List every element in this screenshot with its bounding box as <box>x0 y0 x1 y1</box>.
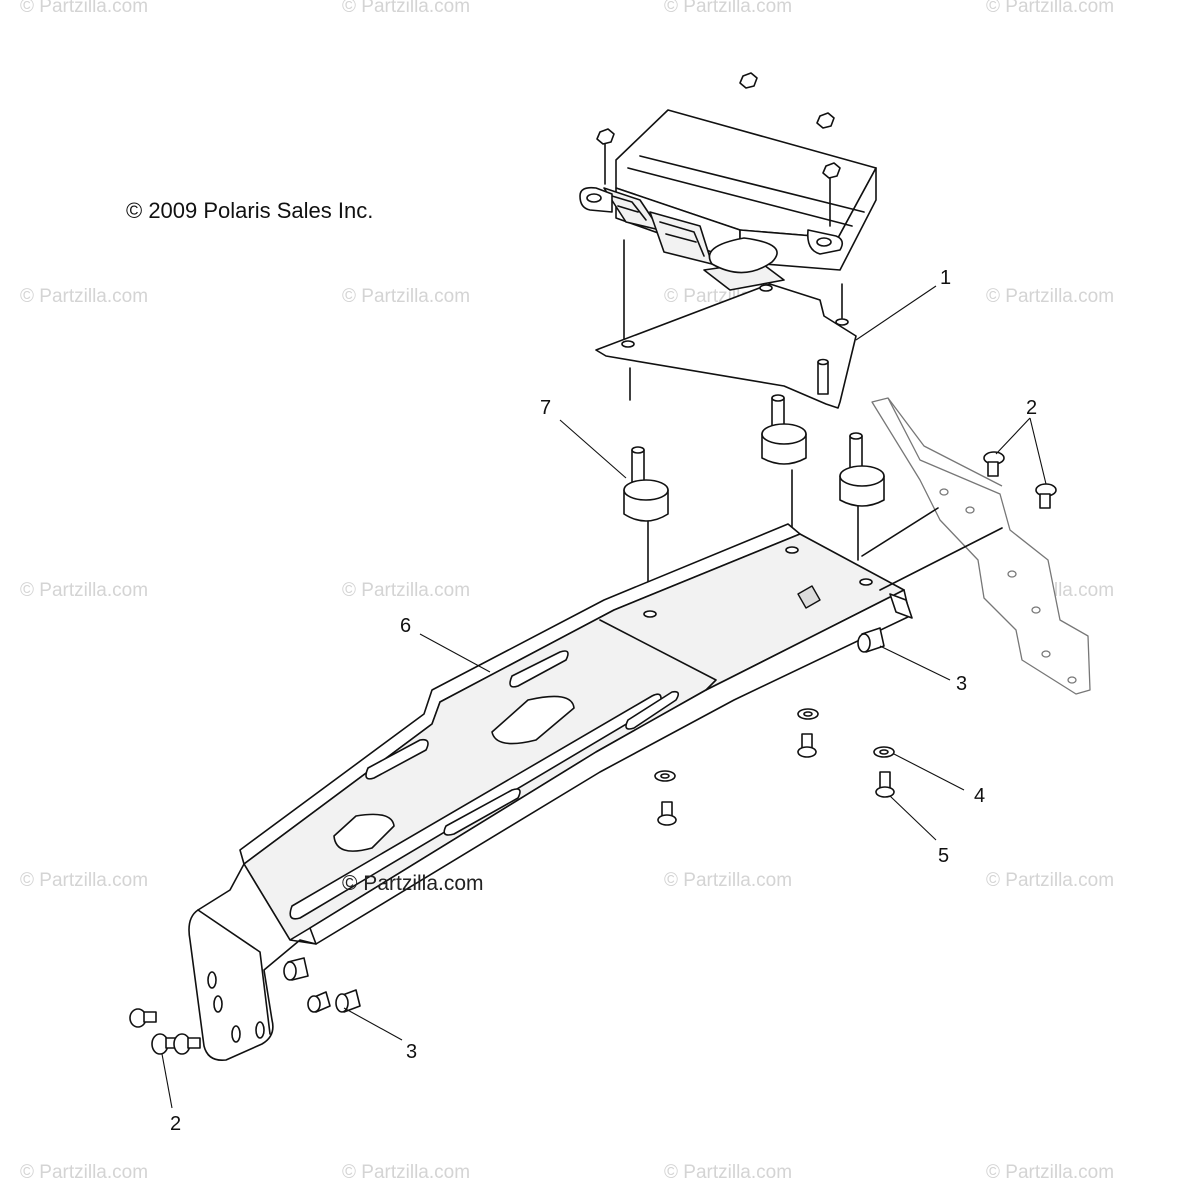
watermark: © Partzilla.com <box>664 870 792 891</box>
rivet <box>875 771 895 798</box>
alignment-lines <box>861 507 1003 591</box>
callout-3: 3 <box>956 673 967 695</box>
watermark: © Partzilla.com <box>20 580 148 601</box>
callout-1: 1 <box>940 267 951 289</box>
copyright-text: © 2009 Polaris Sales Inc. <box>126 198 373 223</box>
callout-3: 3 <box>406 1041 417 1063</box>
watermark: © Partzilla.com <box>986 0 1114 17</box>
watermark: © Partzilla.com <box>342 580 470 601</box>
rubber-mount <box>761 394 807 465</box>
watermark: © Partzilla.com <box>342 286 470 307</box>
bolt <box>173 1033 201 1055</box>
callout-4: 4 <box>974 785 985 807</box>
spacer-sleeve <box>857 627 885 653</box>
ecu-bracket-part-1 <box>595 237 857 409</box>
callout-7: 7 <box>540 397 551 419</box>
spacer-sleeve <box>335 989 361 1013</box>
rubber-mount-part-7 <box>623 446 669 522</box>
watermark: © Partzilla.com <box>342 1162 470 1183</box>
watermark: © Partzilla.com <box>986 870 1114 891</box>
bolt <box>1035 483 1057 509</box>
washer <box>879 749 889 755</box>
main-bracket-part-6 <box>188 523 913 1062</box>
spacer-sleeve <box>283 957 309 981</box>
watermark-grid: © Partzilla.com © Partzilla.com © Partzi… <box>20 0 1114 1183</box>
watermark: © Partzilla.com <box>20 870 148 891</box>
callout-5: 5 <box>938 845 949 867</box>
watermark: © Partzilla.com <box>20 286 148 307</box>
watermark: © Partzilla.com <box>986 1162 1114 1183</box>
leader-lines <box>161 285 1047 1109</box>
washer <box>803 711 813 717</box>
ecu-module <box>579 72 877 271</box>
spacer-sleeve <box>307 991 331 1013</box>
side-mount-bracket <box>871 397 1091 695</box>
rubber-mount <box>839 432 885 507</box>
watermark: © Partzilla.com <box>986 286 1114 307</box>
rivet <box>657 801 677 826</box>
callout-6: 6 <box>400 615 411 637</box>
watermark: © Partzilla.com <box>664 1162 792 1183</box>
watermark: © Partzilla.com <box>664 0 792 17</box>
watermark: © Partzilla.com <box>20 0 148 17</box>
inline-watermark: © Partzilla.com <box>342 872 484 895</box>
callout-2: 2 <box>1026 397 1037 419</box>
watermark: © Partzilla.com <box>20 1162 148 1183</box>
callout-2: 2 <box>170 1113 181 1135</box>
bolt <box>151 1033 179 1055</box>
washer <box>660 773 670 779</box>
bolt <box>129 1008 157 1028</box>
rivet <box>797 733 817 758</box>
bolt <box>983 451 1005 477</box>
watermark: © Partzilla.com <box>342 0 470 17</box>
